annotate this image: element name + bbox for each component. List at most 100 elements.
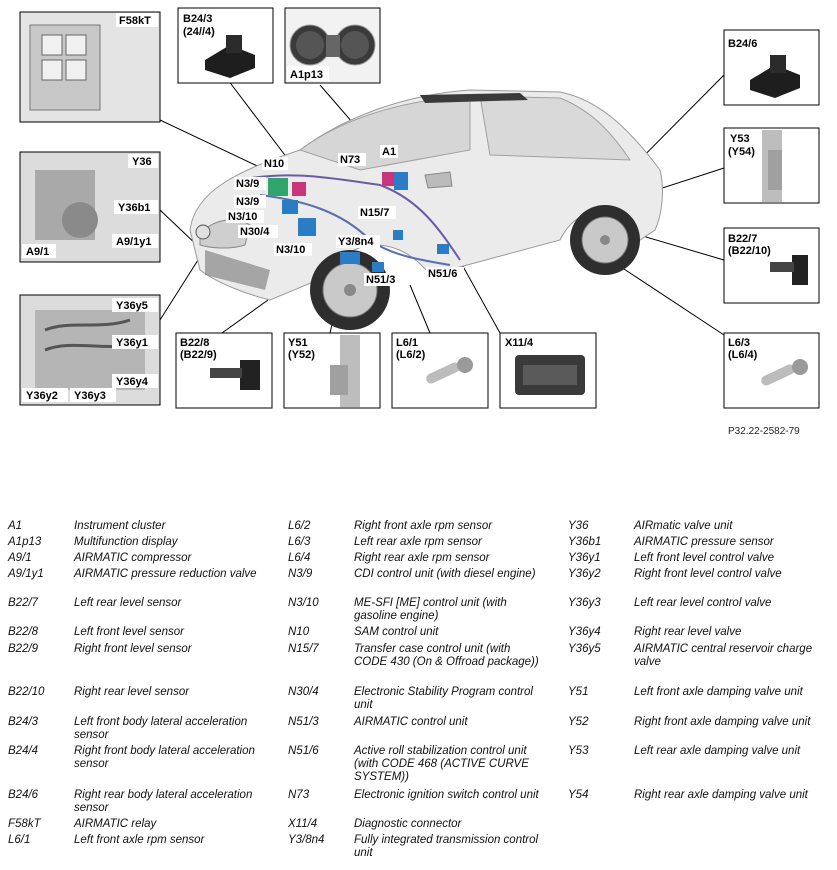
legend-code: Y36y4 bbox=[568, 626, 601, 638]
label-Y36: Y36 bbox=[132, 156, 152, 168]
legend-description: ME-SFI [ME] control unit (with gasoline … bbox=[354, 597, 507, 622]
legend-code: B22/7 bbox=[8, 597, 39, 609]
legend-code: N51/6 bbox=[288, 745, 319, 757]
legend-code: Y54 bbox=[568, 789, 589, 801]
label-B24-4: (24//4) bbox=[183, 26, 215, 38]
legend-description: Left front level sensor bbox=[74, 626, 184, 638]
legend-code: B24/4 bbox=[8, 745, 39, 757]
label-N3-10-b: N3/10 bbox=[276, 244, 305, 256]
legend-description: AIRMATIC control unit bbox=[354, 716, 468, 728]
inset-illustrations bbox=[29, 24, 808, 407]
label-L6-2: (L6/2) bbox=[396, 349, 426, 361]
legend-description: AIRMATIC compressor bbox=[74, 552, 192, 564]
legend-description: Right rear level sensor bbox=[74, 686, 190, 698]
label-N3-9-b: N3/9 bbox=[236, 196, 259, 208]
legend-code: N10 bbox=[288, 626, 310, 638]
legend-code: L6/3 bbox=[288, 536, 311, 548]
legend-code: L6/2 bbox=[288, 520, 311, 532]
legend-code: A1 bbox=[8, 520, 23, 532]
legend-code: Y53 bbox=[568, 745, 589, 757]
label-A1p13: A1p13 bbox=[290, 69, 323, 81]
legend-description: Left front axle damping valve unit bbox=[634, 686, 803, 698]
legend-code: Y36y3 bbox=[568, 597, 601, 609]
legend-code: Y36b1 bbox=[568, 536, 602, 548]
legend-code: L6/1 bbox=[8, 834, 31, 846]
label-B24-6: B24/6 bbox=[728, 38, 757, 50]
label-Y3-8n4: Y3/8n4 bbox=[338, 236, 374, 248]
legend-code: B24/3 bbox=[8, 716, 39, 728]
figure-reference: P32.22-2582-79 bbox=[728, 426, 800, 437]
legend-description: Right rear body lateral acceleration sen… bbox=[74, 789, 253, 814]
label-A1: A1 bbox=[382, 146, 396, 158]
legend-description: Electronic Stability Program control uni… bbox=[354, 686, 533, 711]
legend-description: Electronic ignition switch control unit bbox=[354, 789, 539, 801]
label-Y36y3: Y36y3 bbox=[74, 390, 106, 402]
label-N73: N73 bbox=[340, 154, 360, 166]
label-Y54: (Y54) bbox=[728, 146, 755, 158]
legend-description: Right rear axle damping valve unit bbox=[634, 789, 808, 801]
legend-description: Right front axle rpm sensor bbox=[354, 520, 493, 532]
label-Y36y4: Y36y4 bbox=[116, 376, 149, 388]
label-N51-3: N51/3 bbox=[366, 274, 395, 286]
label-B22-8: B22/8 bbox=[180, 337, 209, 349]
legend-code: A1p13 bbox=[8, 536, 42, 548]
label-Y36y5: Y36y5 bbox=[116, 300, 148, 312]
legend-description: Multifunction display bbox=[74, 536, 178, 548]
label-Y36y1: Y36y1 bbox=[116, 337, 148, 349]
label-F58kT: F58kT bbox=[119, 15, 151, 27]
label-X11-4: X11/4 bbox=[505, 337, 534, 349]
legend-code: F58kT bbox=[8, 818, 41, 830]
label-Y52: (Y52) bbox=[288, 349, 315, 361]
legend-description: Left front level control valve bbox=[634, 552, 774, 564]
legend-code: N15/7 bbox=[288, 643, 319, 655]
legend-description: Right front level sensor bbox=[74, 643, 192, 655]
label-L6-3: L6/3 bbox=[728, 337, 750, 349]
legend-description: AIRMATIC relay bbox=[74, 818, 157, 830]
legend-code: B24/6 bbox=[8, 789, 39, 801]
legend-code: A9/1 bbox=[8, 552, 32, 564]
legend-description: SAM control unit bbox=[354, 626, 439, 638]
legend-description: Left rear level control valve bbox=[634, 597, 772, 609]
legend-code: Y36 bbox=[568, 520, 589, 532]
callout-labels: F58kT B24/3 (24//4) A1p13 B24/6 Y36 Y36b… bbox=[22, 13, 771, 402]
legend-code: L6/4 bbox=[288, 552, 311, 564]
legend-code: N73 bbox=[288, 789, 310, 801]
legend-description: Left front body lateral acceleration sen… bbox=[74, 716, 248, 741]
legend-description: Diagnostic connector bbox=[354, 818, 462, 830]
legend-description: AIRmatic valve unit bbox=[634, 520, 733, 532]
label-Y36y2: Y36y2 bbox=[26, 390, 58, 402]
legend-description: Left rear axle rpm sensor bbox=[354, 536, 482, 548]
legend-code: Y36y5 bbox=[568, 643, 601, 655]
legend-code: B22/10 bbox=[8, 686, 45, 698]
legend-code: X11/4 bbox=[288, 818, 318, 830]
legend-description: Left rear axle damping valve unit bbox=[634, 745, 801, 757]
label-N15-7: N15/7 bbox=[360, 207, 389, 219]
label-L6-1: L6/1 bbox=[396, 337, 418, 349]
legend-description: Instrument cluster bbox=[74, 520, 166, 532]
label-N51-6: N51/6 bbox=[428, 268, 457, 280]
legend-code: Y3/8n4 bbox=[288, 834, 325, 846]
label-Y51: Y51 bbox=[288, 337, 308, 349]
legend-description: Right rear axle rpm sensor bbox=[354, 552, 490, 564]
label-N10: N10 bbox=[264, 158, 284, 170]
legend-description: CDI control unit (with diesel engine) bbox=[354, 568, 536, 580]
legend-code: N3/10 bbox=[288, 597, 319, 609]
legend-code: N51/3 bbox=[288, 716, 319, 728]
legend-code: Y52 bbox=[568, 716, 589, 728]
legend-description: Right front level control valve bbox=[634, 568, 782, 580]
label-N3-10-a: N3/10 bbox=[228, 211, 257, 223]
legend-description: Active roll stabilization control unit (… bbox=[354, 745, 529, 783]
legend-description: Left front axle rpm sensor bbox=[74, 834, 205, 846]
label-Y36b1: Y36b1 bbox=[118, 202, 150, 214]
legend-code: A9/1y1 bbox=[8, 568, 44, 580]
legend-description: Right rear level valve bbox=[634, 626, 742, 638]
component-location-figure: F58kT B24/3 (24//4) A1p13 B24/6 Y36 Y36b… bbox=[19, 7, 820, 409]
legend-code: Y36y1 bbox=[568, 552, 601, 564]
legend-description: Transfer case control unit (with CODE 43… bbox=[354, 643, 539, 668]
legend-description: Right front body lateral acceleration se… bbox=[74, 745, 255, 770]
legend-code: N3/9 bbox=[288, 568, 313, 580]
label-B22-9: (B22/9) bbox=[180, 349, 217, 361]
label-B24-3: B24/3 bbox=[183, 13, 212, 25]
legend-code: Y36y2 bbox=[568, 568, 601, 580]
